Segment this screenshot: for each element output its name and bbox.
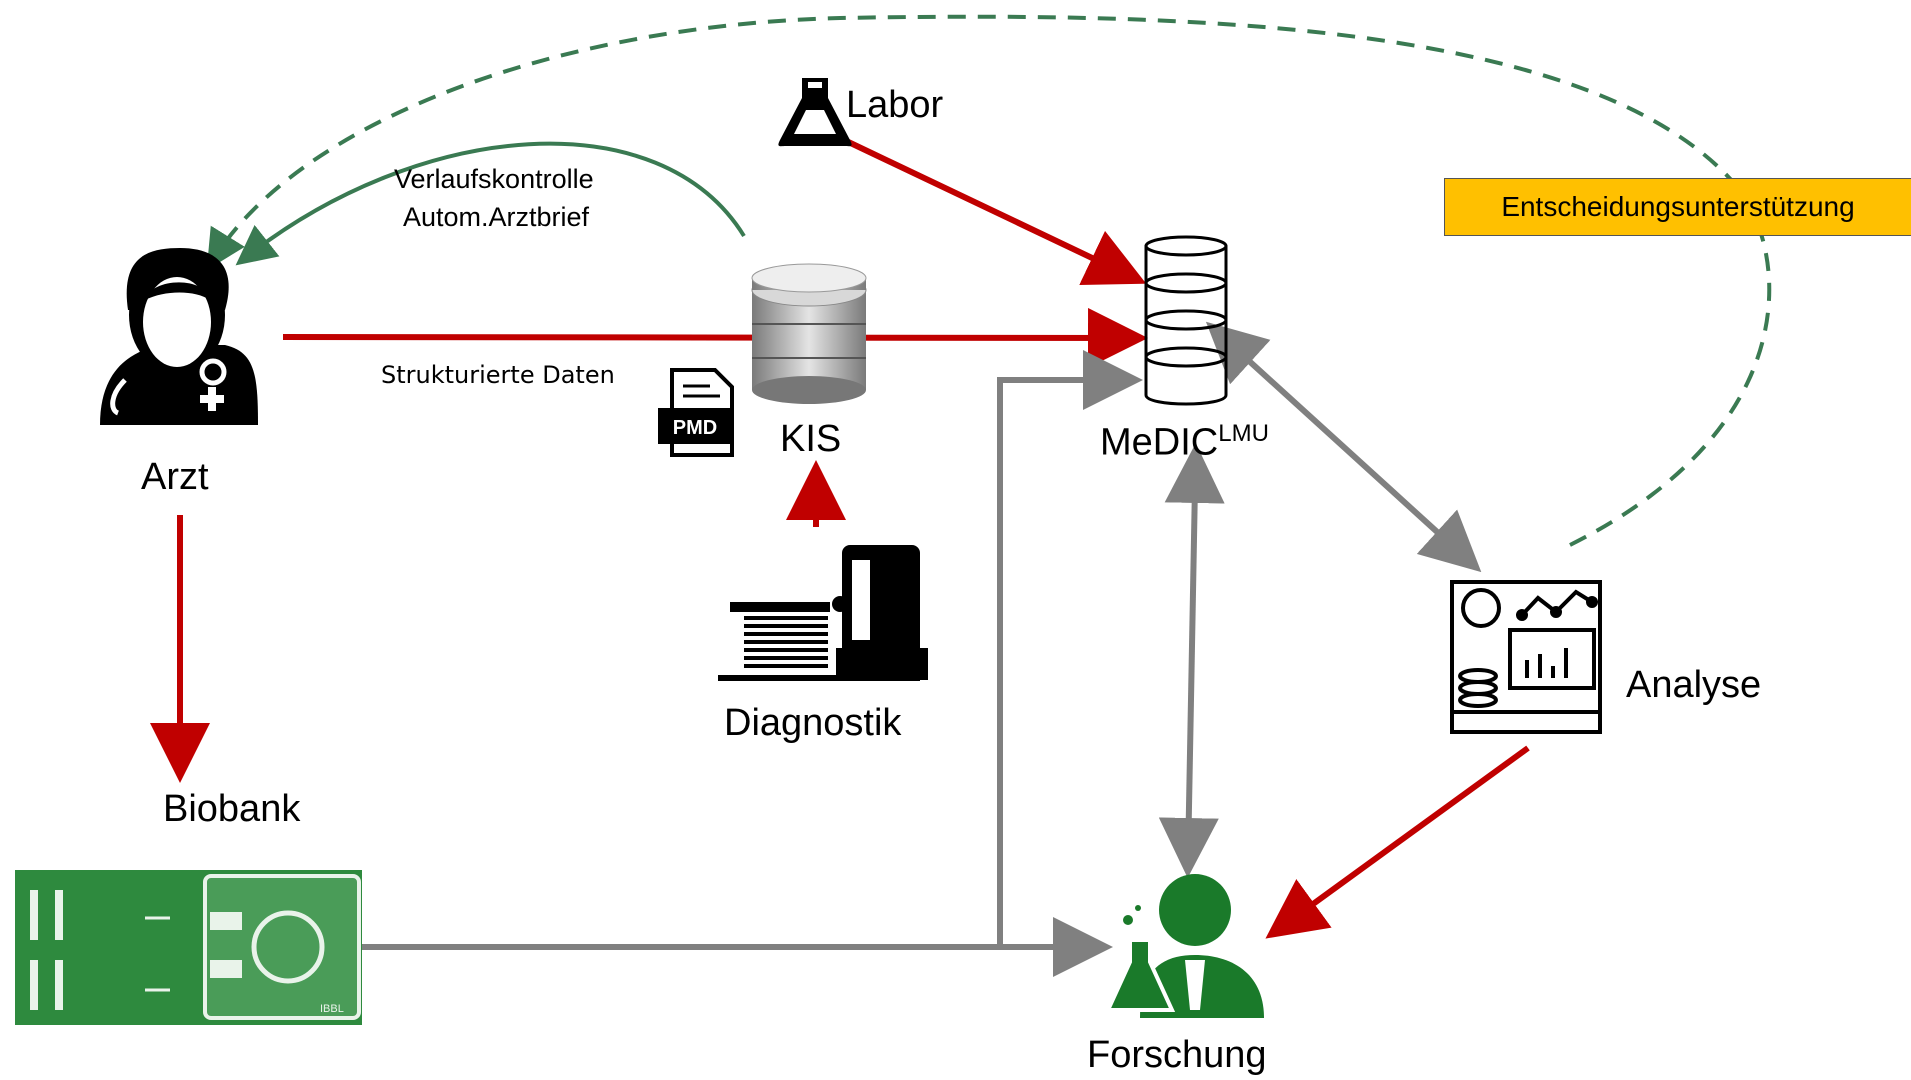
biobank-freezer-icon: IBBL	[15, 870, 362, 1025]
database-cylinder-icon	[1144, 235, 1228, 406]
arrow-analyse-to-forschung	[1265, 745, 1530, 939]
verlaufskontrolle-label: Verlaufskontrolle	[394, 164, 594, 194]
forschung-label: Forschung	[1087, 1034, 1267, 1076]
ct-scanner-icon	[718, 545, 928, 681]
strukturierte-daten-label: Strukturierte Daten	[381, 361, 615, 389]
researcher-icon	[1104, 874, 1264, 1018]
verlaufskontrolle-arc	[235, 141, 746, 266]
labor-label: Labor	[846, 84, 944, 126]
medic-superscript: LMU	[1218, 420, 1269, 447]
arrow-medic-analyse-bidirectional	[1205, 321, 1482, 573]
decision-support-dashed-loop	[206, 14, 1772, 547]
medic-label: MeDICLMU	[1100, 420, 1269, 464]
arrow-medic-forschung-bidirectional	[1158, 443, 1225, 878]
pmd-label: PMD	[673, 417, 717, 439]
flask-icon	[778, 78, 852, 147]
arzt-label: Arzt	[141, 456, 209, 498]
biobank-label: Biobank	[163, 788, 301, 830]
kis-label: KIS	[780, 418, 842, 460]
database-server-icon	[751, 263, 867, 404]
decision-support-badge: Entscheidungsunterstützung	[1444, 178, 1911, 236]
arrow-branch-to-medic	[997, 350, 1143, 947]
document-icon: PMD	[658, 368, 734, 457]
analyse-label: Analyse	[1626, 664, 1762, 706]
analyst-dashboard-icon	[1450, 580, 1602, 734]
autom-arztbrief-label: Autom.Arztbrief	[403, 202, 590, 232]
ibbl-logo-text: IBBL	[320, 1003, 344, 1015]
doctor-icon	[100, 248, 258, 425]
arrow-arzt-to-medic	[282, 307, 1148, 368]
diagnostik-label: Diagnostik	[724, 702, 902, 744]
arrow-labor-to-medic	[838, 135, 1147, 286]
